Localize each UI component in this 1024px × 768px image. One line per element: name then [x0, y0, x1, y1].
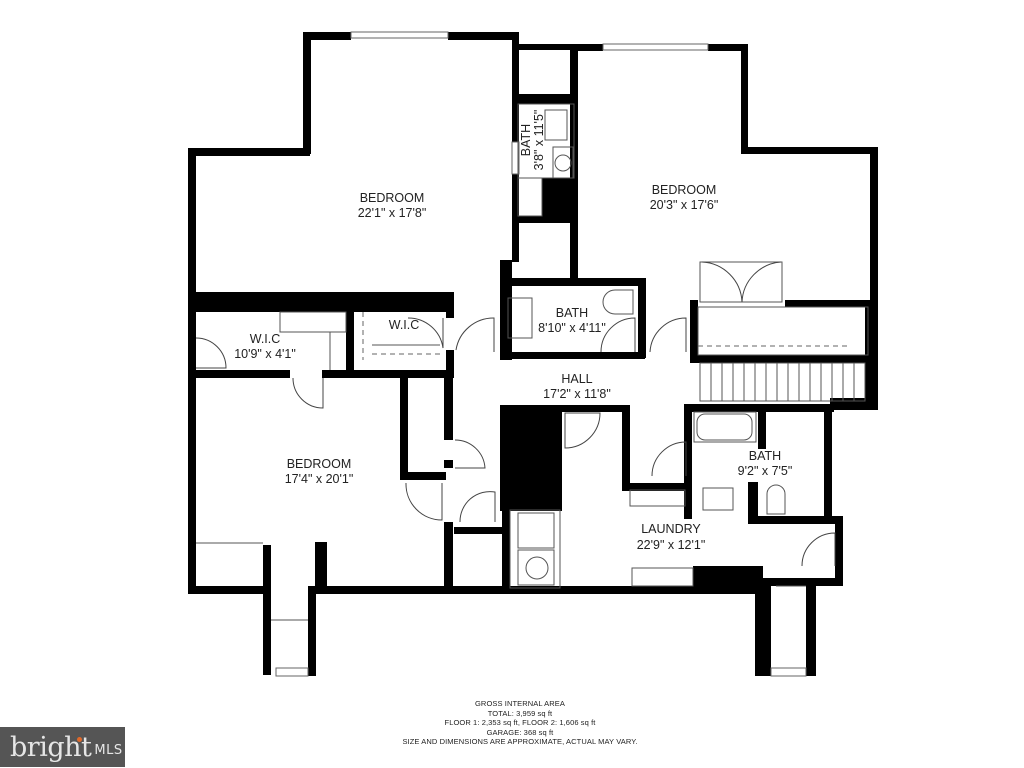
room-dims-bath-3: 9'2" x 7'5"	[738, 464, 793, 478]
room-name-bath-1: BATH	[519, 124, 533, 156]
room-name-bedroom-3: BEDROOM	[287, 457, 352, 471]
logo-accent-dot	[77, 736, 82, 742]
doors	[195, 261, 836, 567]
windows-and-fixtures	[196, 31, 869, 677]
area-disclaimer: SIZE AND DIMENSIONS ARE APPROXIMATE, ACT…	[402, 737, 638, 747]
walls	[188, 32, 878, 676]
room-dims-bedroom-2: 20'3" x 17'6"	[650, 198, 719, 212]
room-dims-hall: 17'2" x 11'8"	[543, 387, 611, 401]
room-dims-bath-2: 8'10" x 4'11"	[538, 321, 606, 335]
room-name-bedroom-2: BEDROOM	[652, 183, 717, 197]
room-dims-bath-1: 3'8" x 11'5"	[532, 110, 546, 171]
room-dims-wic-1: 10'9" x 4'1"	[234, 347, 296, 361]
room-name-bedroom-1: BEDROOM	[360, 191, 425, 205]
room-name-bath-3: BATH	[749, 449, 781, 463]
room-dims-laundry: 22'9" x 12'1"	[637, 538, 706, 552]
staircase	[699, 362, 866, 402]
bright-mls-watermark: bright MLS	[0, 727, 125, 767]
room-name-hall: HALL	[561, 372, 592, 386]
room-dims-bedroom-1: 22'1" x 17'8"	[358, 206, 427, 220]
area-total: TOTAL: 3,959 sq ft	[487, 708, 553, 718]
room-name-bath-2: BATH	[556, 306, 588, 320]
room-dims-bedroom-3: 17'4" x 20'1"	[285, 472, 354, 486]
room-name-wic-2: W.I.C	[389, 318, 420, 332]
area-floors: FLOOR 1: 2,353 sq ft, FLOOR 2: 1,606 sq …	[444, 718, 596, 728]
room-name-wic-1: W.I.C	[250, 332, 281, 346]
area-garage: GARAGE: 368 sq ft	[486, 727, 554, 737]
area-summary: GROSS INTERNAL AREA TOTAL: 3,959 sq ft F…	[380, 699, 660, 747]
room-name-laundry: LAUNDRY	[641, 522, 701, 536]
room-labels: BEDROOM 22'1" x 17'8" BATH 3'8" x 11'5" …	[234, 110, 792, 552]
logo-mls-text: MLS	[94, 742, 123, 758]
logo-brand-text: bright	[10, 731, 92, 763]
area-heading: GROSS INTERNAL AREA	[475, 699, 565, 708]
